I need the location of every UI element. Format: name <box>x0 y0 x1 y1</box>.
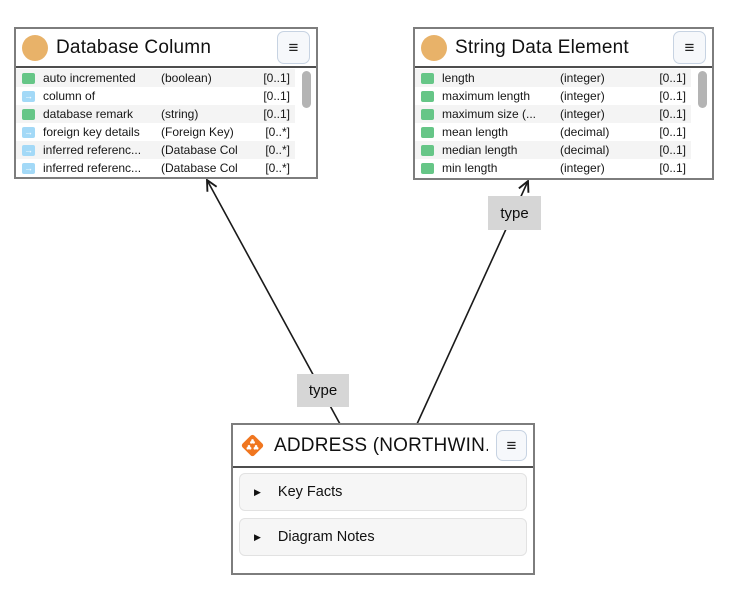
attribute-name: length <box>442 71 475 85</box>
node-menu-button[interactable]: ≡ <box>673 31 706 64</box>
attribute-cardinality: [0..1] <box>659 107 686 121</box>
relation-icon <box>22 144 35 156</box>
attribute-type: (Foreign Key) <box>161 125 234 139</box>
attribute-icon <box>22 108 35 120</box>
attribute-rows: length (integer) [0..1] maximum length (… <box>415 69 691 177</box>
attribute-type: (Database Colu... <box>161 161 238 175</box>
attribute-type: (decimal) <box>560 143 610 157</box>
attribute-cardinality: [0..1] <box>263 89 290 103</box>
section-label: Key Facts <box>277 484 343 500</box>
node-body: ▶ Key Facts ▶ Diagram Notes <box>233 468 533 575</box>
section-key-facts[interactable]: ▶ Key Facts <box>239 473 527 511</box>
node-title: ADDRESS (NORTHWIN... <box>274 434 488 456</box>
attribute-type: (string) <box>161 107 199 121</box>
attribute-cardinality: [0..1] <box>263 107 290 121</box>
attribute-cardinality: [0..1] <box>263 71 290 85</box>
attribute-row[interactable]: median length (decimal) [0..1] <box>415 141 691 159</box>
attribute-type: (integer) <box>560 89 605 103</box>
attribute-icon <box>421 162 434 174</box>
relation-icon <box>22 162 35 174</box>
attribute-cardinality: [0..*] <box>265 143 290 157</box>
attribute-row[interactable]: min length (integer) [0..1] <box>415 159 691 177</box>
scrollbar-thumb[interactable] <box>698 71 707 108</box>
hamburger-icon: ≡ <box>684 37 695 57</box>
attribute-row[interactable]: maximum size (... (integer) [0..1] <box>415 105 691 123</box>
attribute-name: database remark <box>43 107 134 121</box>
attribute-type: (integer) <box>560 107 605 121</box>
class-circle-icon <box>421 34 447 61</box>
attribute-type: (decimal) <box>560 125 610 139</box>
section-label: Diagram Notes <box>277 529 375 545</box>
attribute-row[interactable]: database remark (string) [0..1] <box>16 105 295 123</box>
attribute-row[interactable]: length (integer) [0..1] <box>415 69 691 87</box>
attribute-name: maximum size (... <box>442 107 537 121</box>
attribute-cardinality: [0..1] <box>659 161 686 175</box>
edge-label-type[interactable]: type <box>488 196 541 230</box>
scrollbar-thumb[interactable] <box>302 71 311 108</box>
attribute-row[interactable]: auto incremented (boolean) [0..1] <box>16 69 295 87</box>
attribute-type: (boolean) <box>161 71 212 85</box>
hamburger-icon: ≡ <box>288 37 299 57</box>
attribute-icon <box>421 72 434 84</box>
attribute-name: inferred referenc... <box>43 143 142 157</box>
attribute-type: (integer) <box>560 161 605 175</box>
attribute-icon <box>421 144 434 156</box>
entity-diamond-icon <box>241 434 264 457</box>
collapsed-triangle-icon: ▶ <box>254 531 261 542</box>
attribute-row[interactable]: inferred referenc... (Database Colu... [… <box>16 159 295 177</box>
node-menu-button[interactable]: ≡ <box>496 430 527 461</box>
node-address[interactable]: ADDRESS (NORTHWIN... ≡ ▶ Key Facts ▶ Dia… <box>231 423 535 575</box>
attribute-icon <box>421 90 434 102</box>
attribute-icon <box>421 108 434 120</box>
edge-label-type[interactable]: type <box>297 374 349 407</box>
attribute-row[interactable]: foreign key details (Foreign Key) [0..*] <box>16 123 295 141</box>
attribute-cardinality: [0..1] <box>659 71 686 85</box>
node-title: Database Column <box>56 36 212 58</box>
attribute-name: auto incremented <box>43 71 136 85</box>
attribute-cardinality: [0..1] <box>659 143 686 157</box>
hamburger-icon: ≡ <box>506 435 517 455</box>
attribute-cardinality: [0..1] <box>659 89 686 103</box>
attribute-rows: auto incremented (boolean) [0..1] column… <box>16 69 295 177</box>
attribute-name: maximum length <box>442 89 531 103</box>
node-body: auto incremented (boolean) [0..1] column… <box>16 68 316 175</box>
class-circle-icon <box>22 34 48 61</box>
node-menu-button[interactable]: ≡ <box>277 31 310 64</box>
node-header: Database Column ≡ <box>16 29 316 68</box>
attribute-row[interactable]: column of [0..1] <box>16 87 295 105</box>
attribute-cardinality: [0..*] <box>265 161 290 175</box>
node-header: String Data Element ≡ <box>415 29 712 68</box>
attribute-icon <box>22 72 35 84</box>
attribute-name: inferred referenc... <box>43 161 142 175</box>
scrollbar[interactable] <box>295 68 316 175</box>
attribute-row[interactable]: maximum length (integer) [0..1] <box>415 87 691 105</box>
node-body: length (integer) [0..1] maximum length (… <box>415 68 712 176</box>
attribute-cardinality: [0..1] <box>659 125 686 139</box>
attribute-name: foreign key details <box>43 125 140 139</box>
collapsed-triangle-icon: ▶ <box>254 486 261 497</box>
attribute-name: mean length <box>442 125 509 139</box>
node-database-column[interactable]: Database Column ≡ auto incremented (bool… <box>14 27 318 179</box>
relation-icon <box>22 90 35 102</box>
attribute-cardinality: [0..*] <box>265 125 290 139</box>
attribute-name: median length <box>442 143 518 157</box>
attribute-row[interactable]: inferred referenc... (Database Colu... [… <box>16 141 295 159</box>
attribute-icon <box>421 126 434 138</box>
attribute-name: min length <box>442 161 498 175</box>
scrollbar[interactable] <box>691 68 712 176</box>
section-diagram-notes[interactable]: ▶ Diagram Notes <box>239 518 527 556</box>
attribute-type: (Database Colu... <box>161 143 238 157</box>
node-string-data-element[interactable]: String Data Element ≡ length (integer) [… <box>413 27 714 180</box>
relation-icon <box>22 126 35 138</box>
attribute-type: (integer) <box>560 71 605 85</box>
node-title: String Data Element <box>455 36 629 58</box>
attribute-name: column of <box>43 89 96 103</box>
attribute-row[interactable]: mean length (decimal) [0..1] <box>415 123 691 141</box>
node-header: ADDRESS (NORTHWIN... ≡ <box>233 425 533 468</box>
